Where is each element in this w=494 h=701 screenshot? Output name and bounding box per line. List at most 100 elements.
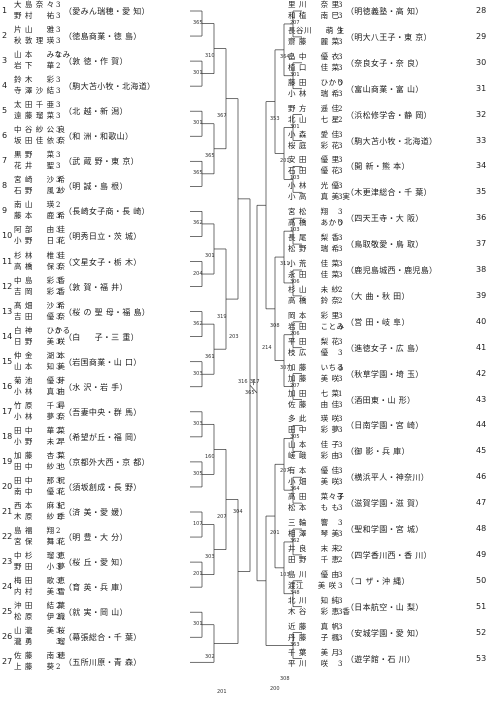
score-label: 304: [233, 509, 243, 515]
player2-grade: 3: [338, 37, 343, 46]
player2-name: 相 澤 琴 美: [288, 529, 340, 538]
player1-grade: 3: [338, 182, 343, 191]
player1-grade: 3: [56, 1, 61, 9]
score-label: 103: [280, 571, 290, 578]
player1-name: 佐 藤 南 穂: [14, 651, 66, 661]
school-name: （和 洲・和歌山）: [64, 132, 134, 142]
player1-name: 畠 中 優 衣: [288, 51, 340, 61]
player2-grade: 3: [56, 538, 61, 547]
entry-number: 27: [2, 657, 13, 667]
school-name: （岩国商業・山 口）: [64, 357, 142, 367]
entry-number: 52: [476, 627, 487, 637]
player1-grade: 3: [338, 260, 343, 268]
player1-grade: 3: [338, 467, 343, 476]
score-label: 207: [290, 20, 300, 26]
player2-grade: 3: [56, 588, 61, 597]
player1-name: 仲 金 湖 本: [14, 350, 66, 360]
player1-name: 北 川 知 純: [288, 595, 340, 605]
player1-name: 白 神 ひかる: [14, 325, 71, 335]
entry-number: 20: [2, 481, 13, 491]
school-name: （京都外大西・京 都）: [64, 457, 150, 467]
school-name: （富山商業・富 山）: [346, 84, 424, 94]
entry-number: 37: [476, 239, 487, 249]
school-name: （四天王寺・大 阪）: [346, 214, 424, 224]
player1-grade: 3: [56, 101, 61, 110]
player2-name: 田 中 彩 夢: [288, 425, 340, 435]
player2-grade: 3: [56, 638, 61, 647]
entry-number: 6: [2, 131, 8, 141]
score-label: 305: [290, 434, 300, 441]
player2-name: 小 林 夢 奈: [14, 411, 66, 421]
score-label: 207: [280, 468, 290, 475]
player1-grade: 3: [56, 151, 61, 160]
entry-number: 26: [2, 632, 13, 642]
entry-number: 24: [2, 582, 13, 592]
entry-number: 7: [2, 156, 8, 166]
player2-name: 日 野 美 咲: [14, 336, 66, 346]
player2-name: 佐 藤 由 佳: [288, 399, 340, 409]
entry-number: 3: [2, 56, 8, 66]
school-name: （明 豊・大 分）: [64, 533, 128, 543]
player1-name: 里 川 奈 里: [288, 0, 340, 9]
player1-grade: 3: [56, 76, 61, 85]
player2-name: 遠 藤 瑠 菜: [14, 111, 55, 121]
player1-name: 山 本 みなみ: [14, 50, 71, 60]
player1-name: 加 藤 杏 菜: [14, 450, 66, 460]
player2-name: 齋 藤 麗 菜: [288, 36, 340, 46]
player1-name: 鈴 木 彩: [14, 75, 55, 85]
school-name: （就 実・岡 山）: [64, 608, 128, 618]
score-label: 201: [270, 530, 280, 537]
player1-grade: 3: [338, 208, 343, 217]
school-name: （四学香川西・香 川）: [346, 550, 432, 560]
player1-grade: 3: [56, 476, 61, 485]
player1-name: 阿 部 由 佳: [14, 225, 66, 235]
score-label: 362: [290, 538, 300, 544]
player2-grade: 3: [338, 607, 343, 616]
school-name: （聖和学園・宮 城）: [346, 525, 424, 534]
player2-name: 吉 岡 彩 香: [14, 286, 66, 296]
entry-number: 47: [476, 498, 487, 508]
player2-grade: 3: [56, 162, 61, 171]
player1-name: 田 中 華 菜: [14, 425, 66, 435]
player1-grade: 3: [338, 519, 343, 527]
player1-name: 南 山 瑛: [14, 200, 55, 210]
school-name: （水 沢・岩 手）: [64, 382, 128, 392]
player1-name: 小 林 光 優: [288, 181, 340, 191]
player1-name: 長 尾 梨 香: [288, 233, 340, 243]
score-label: 303: [193, 420, 203, 427]
player2-name: 花 井 聖: [14, 161, 55, 171]
school-name: （酒田東・山 形）: [346, 395, 416, 405]
player1-grade: 2: [338, 104, 343, 113]
player1-grade: 3: [338, 441, 343, 450]
school-name: （日本航空・山 梨）: [346, 602, 424, 612]
player2-name: 丹 藤 子 楓: [288, 632, 340, 642]
player1-name: 岡 本 彩 里: [288, 310, 340, 320]
player2-grade: 3: [56, 387, 61, 396]
school-name: （鹿児島城西・鹿児島）: [346, 266, 438, 275]
entry-number: 21: [2, 507, 13, 516]
player1-name: 藤 田 ひかり: [288, 77, 345, 87]
school-name: （秋草学園・埼 玉）: [346, 369, 424, 379]
player2-grade: 2: [56, 437, 61, 446]
school-name: （御 影・兵 庫）: [346, 447, 410, 457]
school-name: （白 子・三 重）: [64, 332, 139, 342]
player1-grade: 3: [56, 577, 61, 586]
entry-number: 43: [476, 394, 487, 404]
player1-grade: 3: [56, 276, 61, 285]
player1-grade: 3: [338, 415, 343, 424]
score-label: 319: [217, 313, 227, 320]
school-name: （浜松修学舎・静 岡）: [346, 110, 432, 120]
